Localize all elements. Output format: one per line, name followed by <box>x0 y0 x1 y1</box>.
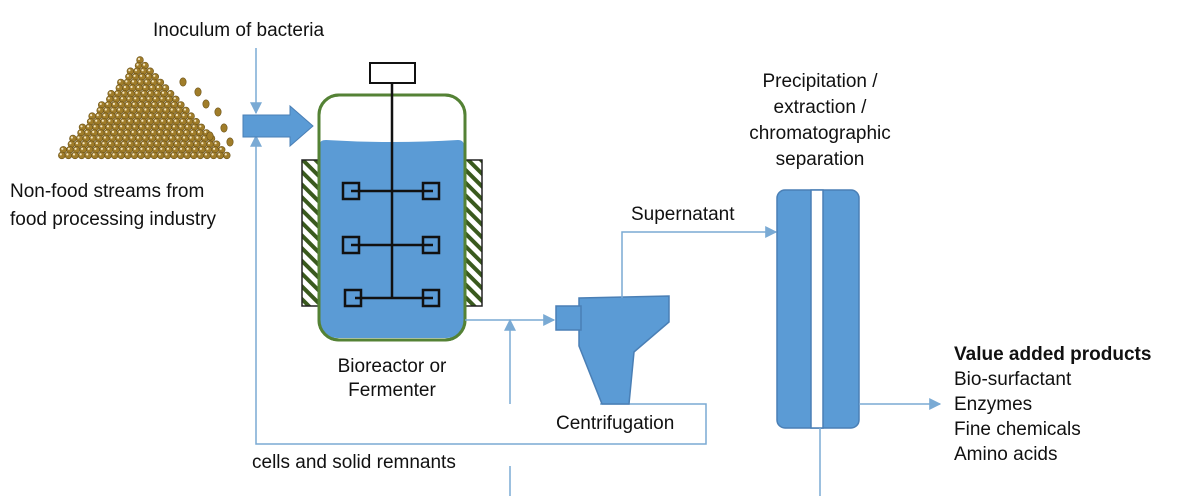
supernatant-label: Supernatant <box>631 204 735 225</box>
centrifugation-label: Centrifugation <box>556 413 675 434</box>
feed-arrow <box>242 104 314 148</box>
product-item: Bio-surfactant <box>954 369 1072 390</box>
product-item: Fine chemicals <box>954 419 1081 440</box>
products-title: Value added products <box>954 344 1152 365</box>
product-item: Amino acids <box>954 444 1058 465</box>
feed-label-line-1: Non-food streams from <box>10 181 205 202</box>
supernatant-line <box>621 226 778 298</box>
cells-label: cells and solid remnants <box>252 452 456 473</box>
separation-column-icon <box>776 189 860 429</box>
feed-label: Non-food streams from food processing in… <box>10 178 216 234</box>
separation-label: Precipitation / extraction / chromatogra… <box>720 69 920 173</box>
separation-label-line-1: Precipitation / <box>762 71 878 92</box>
separation-label-line-4: separation <box>775 149 865 170</box>
grain-pile-icon <box>58 56 234 160</box>
jacket-left <box>301 159 320 307</box>
bioreactor-label-line-1: Bioreactor or <box>337 356 447 377</box>
jacket-right <box>464 159 483 307</box>
inoculum-label: Inoculum of bacteria <box>153 20 325 41</box>
stirred-tank-icon <box>317 62 467 342</box>
recycle-line <box>250 134 707 445</box>
separation-label-line-3: chromatographic <box>749 123 891 144</box>
feed-label-line-2: food processing industry <box>10 209 216 230</box>
hopper-centrifuge-icon <box>555 295 670 405</box>
bioreactor-label: Bioreactor or Fermenter <box>312 355 472 403</box>
separation-label-line-2: extraction / <box>773 97 867 118</box>
bioreactor-label-line-2: Fermenter <box>348 380 436 401</box>
product-item: Enzymes <box>954 394 1033 415</box>
products-block: Value added products Bio-surfactant Enzy… <box>954 342 1151 467</box>
